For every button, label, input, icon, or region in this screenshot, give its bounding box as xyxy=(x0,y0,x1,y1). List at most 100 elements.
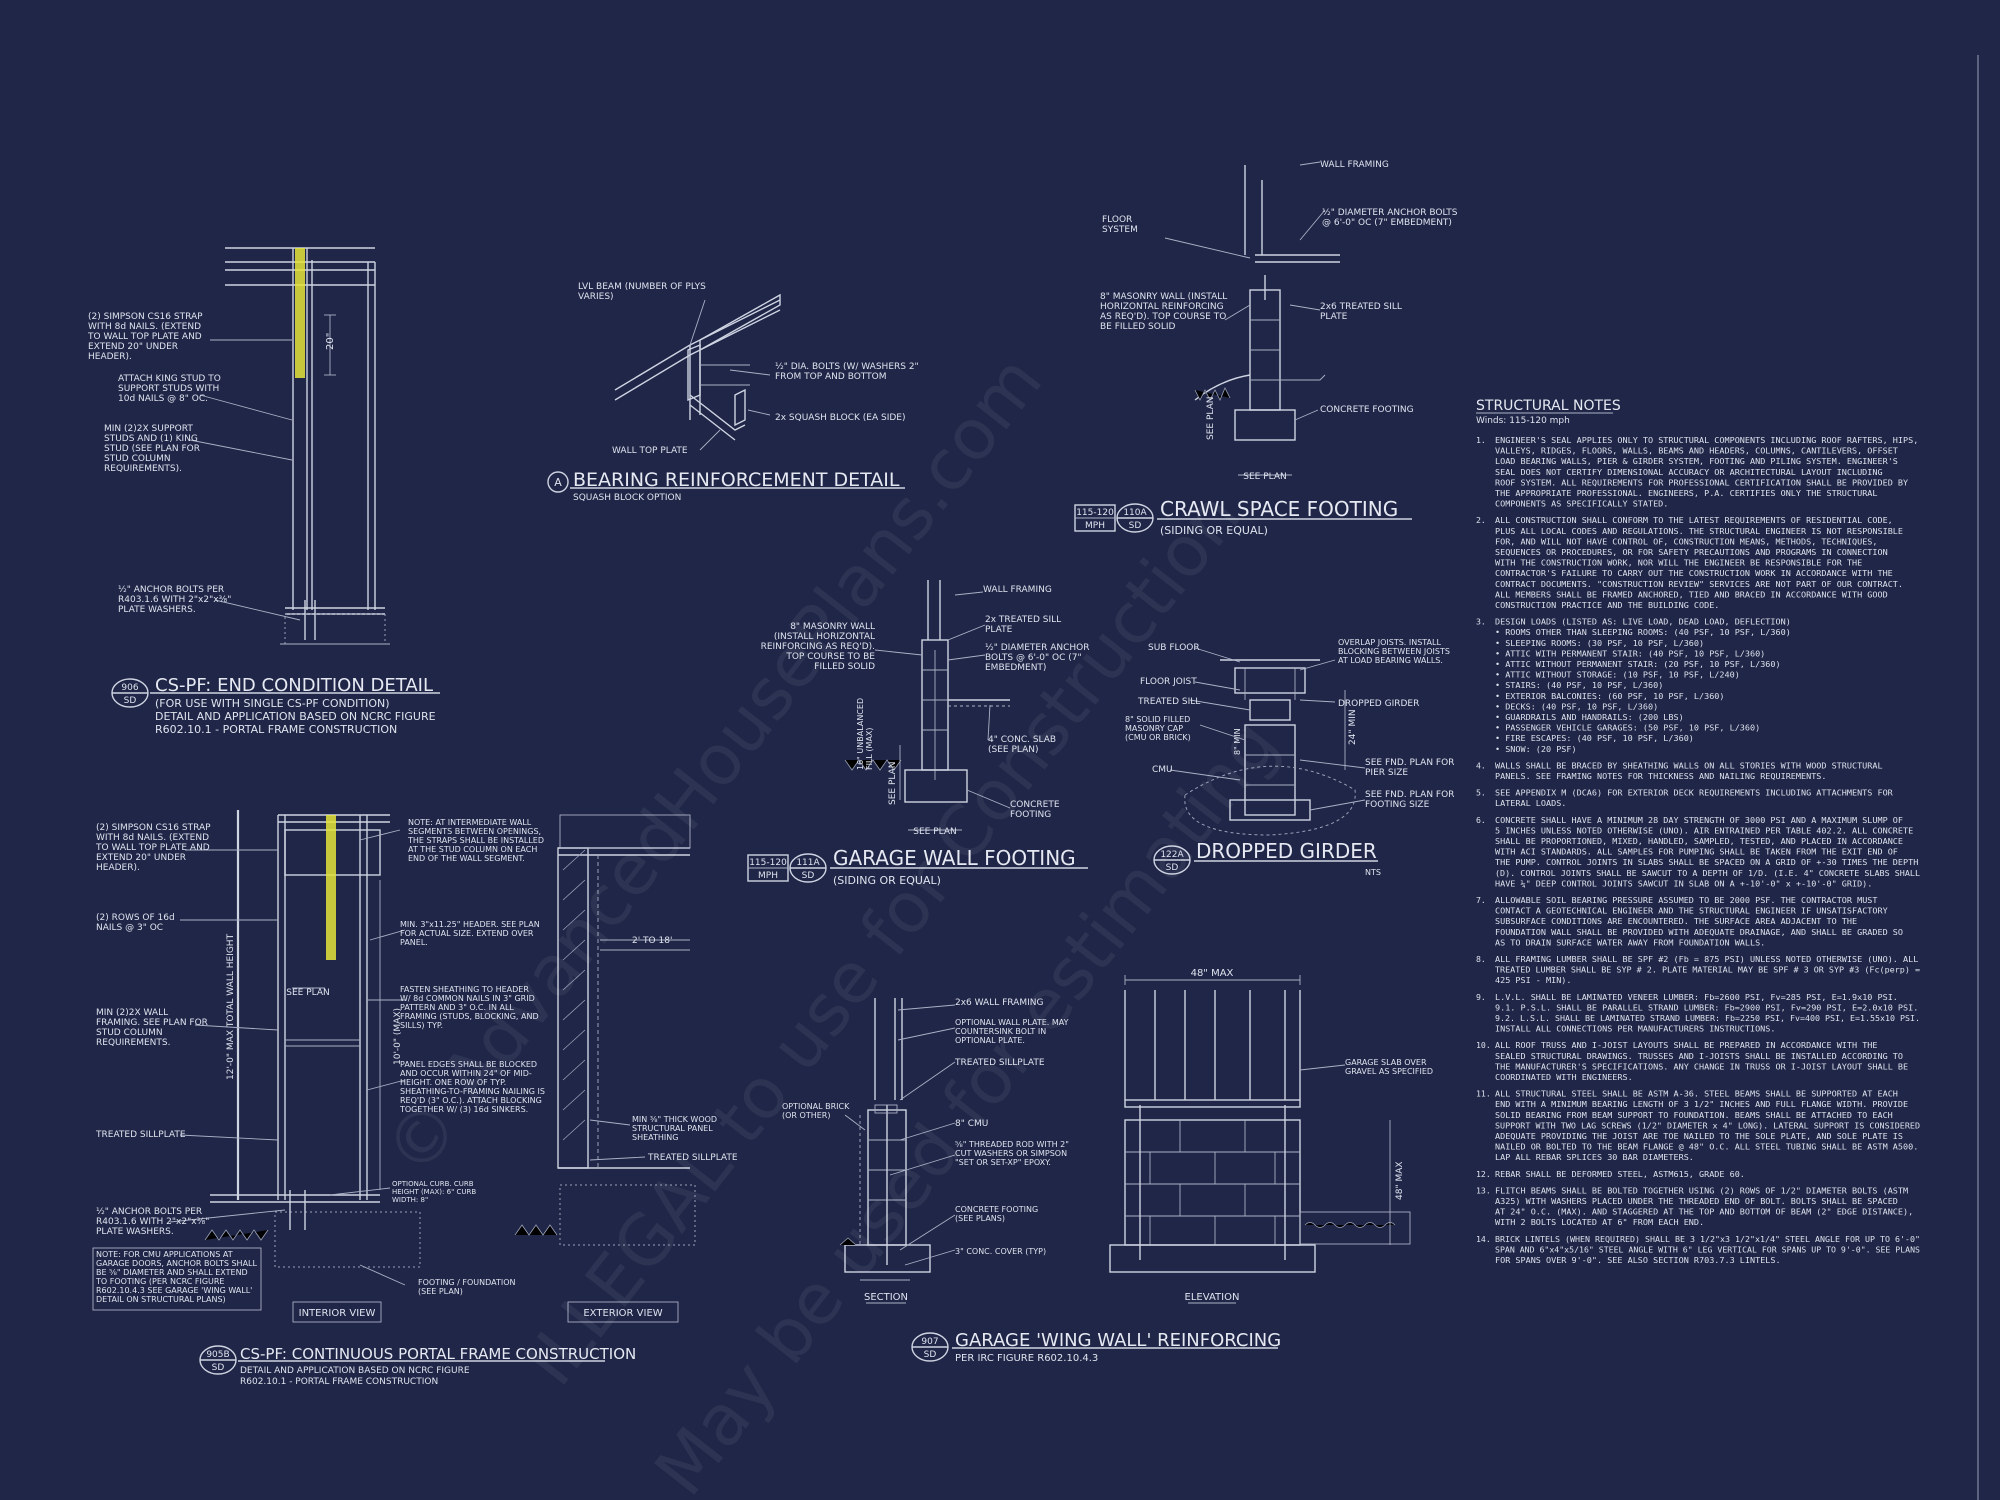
svg-text:110A: 110A xyxy=(1123,508,1147,518)
note-number: 2. xyxy=(1476,515,1486,525)
svg-text:R602.10.1 - PORTAL FRAME CONST: R602.10.1 - PORTAL FRAME CONSTRUCTION xyxy=(240,1377,438,1387)
label-king-stud: ATTACH KING STUD TO SUPPORT STUDS WITH 1… xyxy=(118,374,221,404)
note-line: REBAR SHALL BE DEFORMED STEEL, ASTM615, … xyxy=(1495,1169,1745,1179)
svg-text:8" MIN: 8" MIN xyxy=(1233,728,1242,755)
note-line: ALL STRUCTURAL STEEL SHALL BE ASTM A-36.… xyxy=(1495,1089,1898,1099)
note-line: COMPONENTS AS SPECIFICALLY STATED. xyxy=(1495,499,1668,509)
label-exterior-view: EXTERIOR VIEW xyxy=(583,1308,662,1319)
note-line: SHALL BE PROPORTIONED, MIXED, HANDLED, S… xyxy=(1495,836,1903,846)
svg-text:SEE PLAN: SEE PLAN xyxy=(1206,397,1216,440)
label-interior-view: INTERIOR VIEW xyxy=(299,1308,376,1319)
label-support-studs: MIN (2)2X SUPPORT STUDS AND (1) KING STU… xyxy=(104,424,200,474)
note-number: 14. xyxy=(1476,1234,1491,1244)
note-line: CONTRACT DOCUMENTS. "CONSTRUCTION REVIEW… xyxy=(1495,579,1903,589)
label-8in-cmu: 8" CMU xyxy=(955,1119,988,1129)
note-line: (D). CONTROL JOINTS SHALL BE SAWCUT TO A… xyxy=(1495,868,1920,878)
label-wood-panel: MIN ⅜" THICK WOOD STRUCTURAL PANEL SHEAT… xyxy=(632,1115,717,1142)
note-line: CONTACT A GEOTECHNICAL ENGINEER AND THE … xyxy=(1495,906,1888,916)
label-note-intermediate: NOTE: AT INTERMEDIATE WALL SEGMENTS BETW… xyxy=(408,818,544,863)
label-cmu-122a: CMU xyxy=(1152,765,1173,775)
svg-text:SD: SD xyxy=(1129,521,1142,531)
svg-text:R602.10.1 - PORTAL FRAME CONST: R602.10.1 - PORTAL FRAME CONSTRUCTION xyxy=(155,723,397,736)
note-line: ALLOWABLE SOIL BEARING PRESSURE ASSUMED … xyxy=(1495,895,1878,905)
svg-text:115-120: 115-120 xyxy=(1076,508,1114,518)
label-top-plate: WALL TOP PLATE xyxy=(612,446,688,456)
notes-list: 1.ENGINEER'S SEAL APPLIES ONLY TO STRUCT… xyxy=(1476,435,1920,1265)
note-line: AS TO DRAIN SURFACE WATER AWAY FROM FOUN… xyxy=(1495,937,1765,947)
footing-110a xyxy=(1234,409,1296,441)
detail-907-wing-wall: SECTION 48" MAX 48" MAX ELEV xyxy=(782,968,1433,1364)
cmu-elevation xyxy=(1124,1119,1301,1246)
strap-highlight-905b xyxy=(326,815,336,960)
label-subfloor: SUB FLOOR xyxy=(1148,643,1200,653)
note-line: BRICK LINTELS (WHEN REQUIRED) SHALL BE 3… xyxy=(1495,1234,1920,1244)
note-line: END WITH A MINIMUM BEARING LENGTH OF 3 1… xyxy=(1495,1099,1908,1109)
svg-text:SD: SD xyxy=(802,871,815,881)
note-line: • PASSENGER VEHICLE GARAGES: (50 PSF, 10… xyxy=(1495,723,1760,733)
label-10ft-max: 10'-0" (MAX) xyxy=(393,1008,403,1065)
notes-title: STRUCTURAL NOTES xyxy=(1476,398,1621,414)
note-line: SOLID BEARING FROM BEAM SUPPORT TO FOUND… xyxy=(1495,1110,1893,1120)
note-line: 9.2. L.S.L. SHALL BE LAMINATED STRAND LU… xyxy=(1495,1013,1920,1023)
label-footing-905b: FOOTING / FOUNDATION (SEE PLAN) xyxy=(418,1278,516,1296)
note-number: 13. xyxy=(1476,1185,1491,1195)
label-wall-framing-110a: WALL FRAMING xyxy=(1320,160,1389,170)
svg-text:DETAIL AND APPLICATION BASED O: DETAIL AND APPLICATION BASED ON NCRC FIG… xyxy=(155,710,436,723)
svg-text:24" MIN: 24" MIN xyxy=(1348,709,1358,745)
note-number: 5. xyxy=(1476,788,1486,798)
label-unbalanced: 16" UNBALANCED FILL (MAX) xyxy=(856,698,874,770)
note-line: WITH 2 BOLTS LOCATED AT 6" FROM EACH END… xyxy=(1495,1217,1704,1227)
label-fasten: FASTEN SHEATHING TO HEADER W/ 8d COMMON … xyxy=(400,985,539,1030)
note-number: 1. xyxy=(1476,435,1486,445)
label-treated-sill-907: TREATED SILLPLATE xyxy=(954,1058,1045,1068)
label-optional-plate: OPTIONAL WALL PLATE. MAY COUNTERSINK BOL… xyxy=(955,1018,1069,1045)
note-line: COORDINATED WITH ENGINEERS. xyxy=(1495,1072,1633,1082)
note-line: • SNOW: (20 PSF) xyxy=(1495,744,1577,754)
note-box-cmu xyxy=(92,1247,262,1311)
title-garage-footing: GARAGE WALL FOOTING xyxy=(833,846,1076,870)
detail-122a-dropped-girder: 24" MIN 8" MIN SUB FLOOR FLOOR JOIST TRE… xyxy=(1125,638,1454,877)
note-line: ALL FRAMING LUMBER SHALL BE SPF #2 (Fb =… xyxy=(1495,954,1918,964)
label-wall-framing-111a: WALL FRAMING xyxy=(983,585,1052,595)
note-line: FLITCH BEAMS SHALL BE BOLTED TOGETHER US… xyxy=(1495,1185,1908,1195)
notes-wind: Winds: 115-120 mph xyxy=(1476,416,1570,426)
note-line: SPAN AND 6"x4"x5/16" STEEL ANGLE WITH 6"… xyxy=(1495,1244,1920,1254)
note-line: A325) WITH WASHERS PLACED UNDER THE THRE… xyxy=(1495,1196,1898,1206)
label-min-framing: MIN (2)2X WALL FRAMING. SEE PLAN FOR STU… xyxy=(96,1008,208,1048)
note-line: • DECKS: (40 PSF, 10 PSF, L/360) xyxy=(1495,701,1658,711)
detail-906-end-condition: 20" (2) SIMPSON CS16 STRAP WITH 8d NAILS… xyxy=(88,247,440,736)
pier-122a xyxy=(1244,724,1296,816)
note-line: SEQUENCES OR PROCEDURES, OR FOR SAFETY P… xyxy=(1495,547,1888,557)
note-line: SUBSURFACE CONDITIONS ARE ENCOUNTERED. T… xyxy=(1495,916,1857,926)
svg-text:SD: SD xyxy=(924,1350,937,1360)
label-solid-masonry: 8" SOLID FILLED MASONRY CAP (CMU OR BRIC… xyxy=(1125,715,1191,742)
note-line: LAP ALL REBAR SPLICES 30 BAR DIAMETERS. xyxy=(1495,1152,1694,1162)
svg-text:NTS: NTS xyxy=(1365,868,1381,877)
detail-a-bearing-reinforcement: LVL BEAM (NUMBER OF PLYS VARIES) ½" DIA.… xyxy=(547,282,919,503)
note-line: THE APPROPRIATE PROFESSIONAL. ENGINEERS,… xyxy=(1495,488,1878,498)
label-optional-brick: OPTIONAL BRICK (OR OTHER) xyxy=(782,1102,849,1120)
label-floor-joist: FLOOR JOIST xyxy=(1140,677,1197,687)
label-dropped-girder: DROPPED GIRDER xyxy=(1338,699,1419,709)
svg-text:PER IRC FIGURE R602.10.4.3: PER IRC FIGURE R602.10.4.3 xyxy=(955,1353,1098,1364)
note-line: CONTRACTOR'S FAILURE TO CARRY OUT THE CO… xyxy=(1495,568,1893,578)
svg-text:MPH: MPH xyxy=(1085,521,1105,531)
label-floor-system: FLOOR SYSTEM xyxy=(1102,215,1138,235)
svg-text:115-120: 115-120 xyxy=(749,858,787,868)
label-total-height: 12'-0" MAX TOTAL WALL HEIGHT xyxy=(226,933,236,1080)
label-header-905b: MIN. 3"x11.25" HEADER. SEE PLAN FOR ACTU… xyxy=(400,920,540,947)
note-line: CONSTRUCTION PRACTICE AND THE BUILDING C… xyxy=(1495,600,1719,610)
note-line: THE MANUFACTURER'S SPECIFICATIONS. ANY C… xyxy=(1495,1061,1908,1071)
label-rows-16d: (2) ROWS OF 16d NAILS @ 3" OC xyxy=(96,913,175,933)
label-concrete-footing-907: CONCRETE FOOTING (SEE PLANS) xyxy=(955,1205,1038,1223)
title-crawl: CRAWL SPACE FOOTING xyxy=(1160,497,1398,521)
note-line: DESIGN LOADS (LISTED AS: LIVE LOAD, DEAD… xyxy=(1495,617,1791,627)
svg-text:MPH: MPH xyxy=(758,871,778,881)
note-line: INSTALL ALL CONNECTIONS PER MANUFACTURER… xyxy=(1495,1024,1776,1034)
footing-interior xyxy=(274,1211,421,1268)
note-line: LATERAL LOADS. xyxy=(1495,798,1566,808)
note-line: ALL CONSTRUCTION SHALL CONFORM TO THE LA… xyxy=(1495,515,1893,525)
detail-111a-garage-wall-footing: SEE PLAN SEE PLAN 16" UNBALANCED FILL (M… xyxy=(747,580,1090,887)
